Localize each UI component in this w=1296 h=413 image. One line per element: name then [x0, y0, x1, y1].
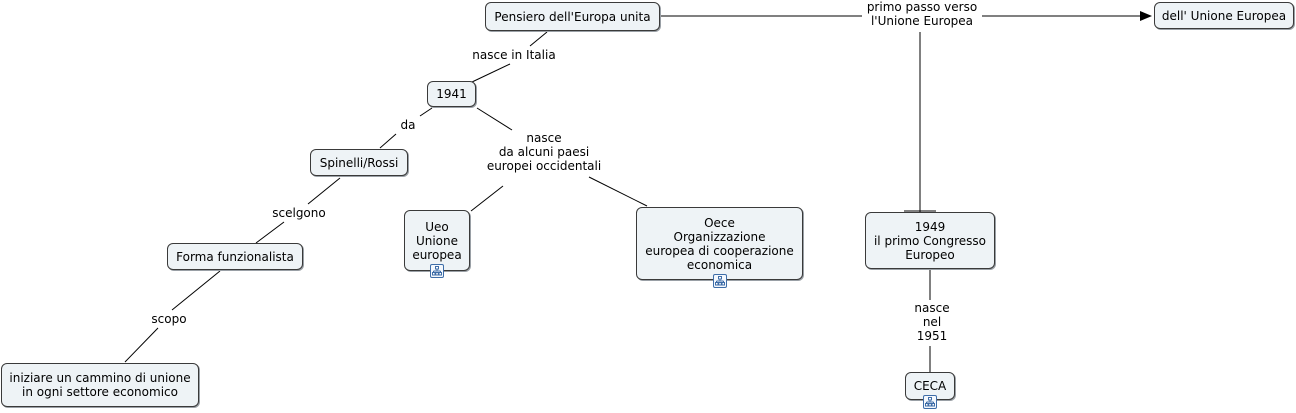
node-ueo[interactable]: Ueo Unione europea: [404, 210, 470, 271]
link-label-scelgono: scelgono: [266, 206, 332, 220]
line-1941-da: [419, 107, 433, 117]
line-da-spinelli: [379, 133, 397, 149]
node-forma-funzionalista[interactable]: Forma funzionalista: [167, 243, 303, 270]
line-scelgono-forma: [255, 221, 285, 244]
arrow-head-icon: [1140, 11, 1152, 21]
line-1941-nasce-paesi: [476, 107, 513, 131]
line-forma-scopo: [171, 270, 221, 311]
node-unione-europea[interactable]: dell' Unione Europea: [1154, 2, 1294, 29]
line-nasce-oece: [588, 176, 648, 207]
node-iniziare[interactable]: iniziare un cammino di unione in ogni se…: [1, 363, 199, 407]
linked-map-icon[interactable]: [430, 264, 444, 278]
line-scopo-iniziare: [124, 327, 159, 363]
link-label-da: da: [394, 118, 422, 132]
line-nasce-1941: [471, 63, 511, 83]
link-label-scopo: scopo: [145, 312, 193, 326]
link-label-nasce-nel-1951: nasce nel 1951: [908, 301, 956, 343]
link-label-primo-passo: primo passo verso l'Unione Europea: [862, 0, 982, 28]
linked-map-icon[interactable]: [713, 274, 727, 288]
node-spinelli-rossi[interactable]: Spinelli/Rossi: [310, 149, 408, 176]
node-oece[interactable]: Oece Organizzazione europea di cooperazi…: [636, 207, 803, 280]
line-nasce-ueo: [470, 185, 504, 212]
link-label-nasce-paesi: nasce da alcuni paesi europei occidental…: [480, 131, 608, 173]
linked-map-icon[interactable]: [923, 395, 937, 409]
line-pensiero-nasce: [529, 31, 548, 47]
node-1949[interactable]: 1949 il primo Congresso Europeo: [865, 212, 995, 269]
line-spinelli-scelgono: [307, 177, 341, 205]
link-label-nasce-in-italia: nasce in Italia: [466, 48, 562, 62]
node-pensiero[interactable]: Pensiero dell'Europa unita: [485, 2, 660, 31]
node-1941[interactable]: 1941: [427, 81, 476, 107]
